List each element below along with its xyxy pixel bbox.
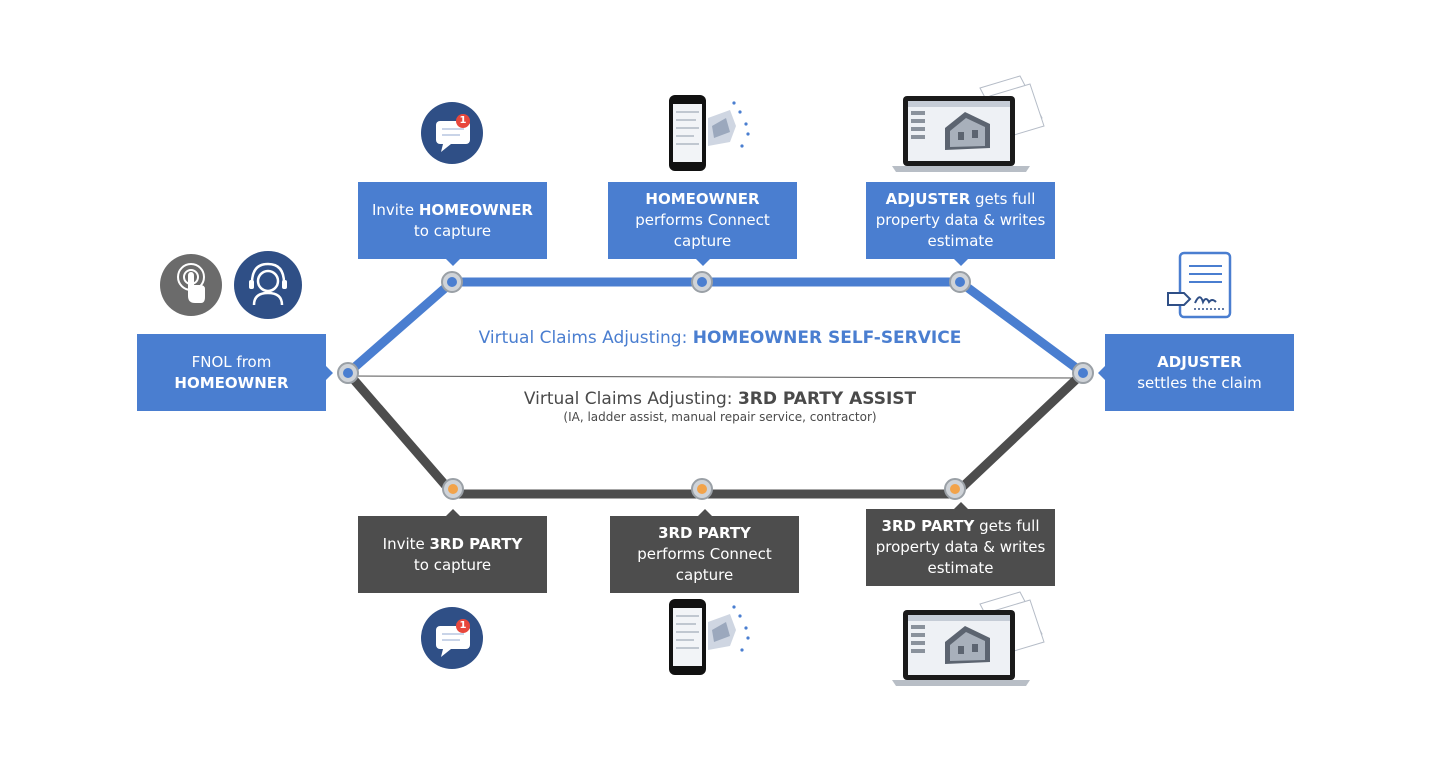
chat-notification-icon bbox=[421, 102, 483, 164]
third-party-path-sublabel: (IA, ladder assist, manual repair servic… bbox=[563, 410, 877, 424]
third-party-step-estimate: 3RD PARTY gets full property data & writ… bbox=[866, 502, 1055, 586]
smartphone-capture-icon bbox=[669, 599, 750, 675]
homeowner-step-capture: HOMEOWNER performs Connect capture bbox=[608, 182, 797, 266]
settles-claim-text: settles the claim bbox=[1137, 373, 1262, 392]
fnol-line1: FNOL from bbox=[191, 352, 272, 371]
homeowner-step-invite: Invite HOMEOWNER to capture bbox=[358, 182, 547, 266]
third-party-step-invite: Invite 3RD PARTY to capture bbox=[358, 509, 547, 593]
notification-badge: 1 bbox=[459, 620, 467, 631]
laptop-3d-house-icon bbox=[892, 75, 1045, 172]
fnol-box: FNOL from HOMEOWNER bbox=[137, 334, 333, 411]
third-party-step-capture: 3RD PARTY performs Connect capture bbox=[610, 509, 799, 593]
third-party-path-label: Virtual Claims Adjusting: 3RD PARTY ASSI… bbox=[523, 389, 917, 409]
notification-badge: 1 bbox=[459, 115, 467, 126]
touch-icon bbox=[160, 254, 222, 316]
fnol-homeowner: HOMEOWNER bbox=[174, 373, 289, 392]
path-divider bbox=[347, 375, 1084, 379]
headset-agent-icon bbox=[234, 251, 302, 319]
laptop-3d-house-icon bbox=[892, 591, 1045, 686]
path-nodes bbox=[337, 271, 1094, 500]
chat-notification-icon bbox=[421, 607, 483, 669]
homeowner-step-estimate: ADJUSTER gets full property data & write… bbox=[866, 182, 1055, 266]
adjuster-label: ADJUSTER bbox=[1157, 352, 1242, 371]
adjuster-settles-box: ADJUSTER settles the claim bbox=[1098, 334, 1294, 411]
homeowner-path-label: Virtual Claims Adjusting: HOMEOWNER SELF… bbox=[478, 328, 962, 348]
signed-document-icon bbox=[1167, 251, 1232, 319]
smartphone-capture-icon bbox=[669, 95, 750, 171]
